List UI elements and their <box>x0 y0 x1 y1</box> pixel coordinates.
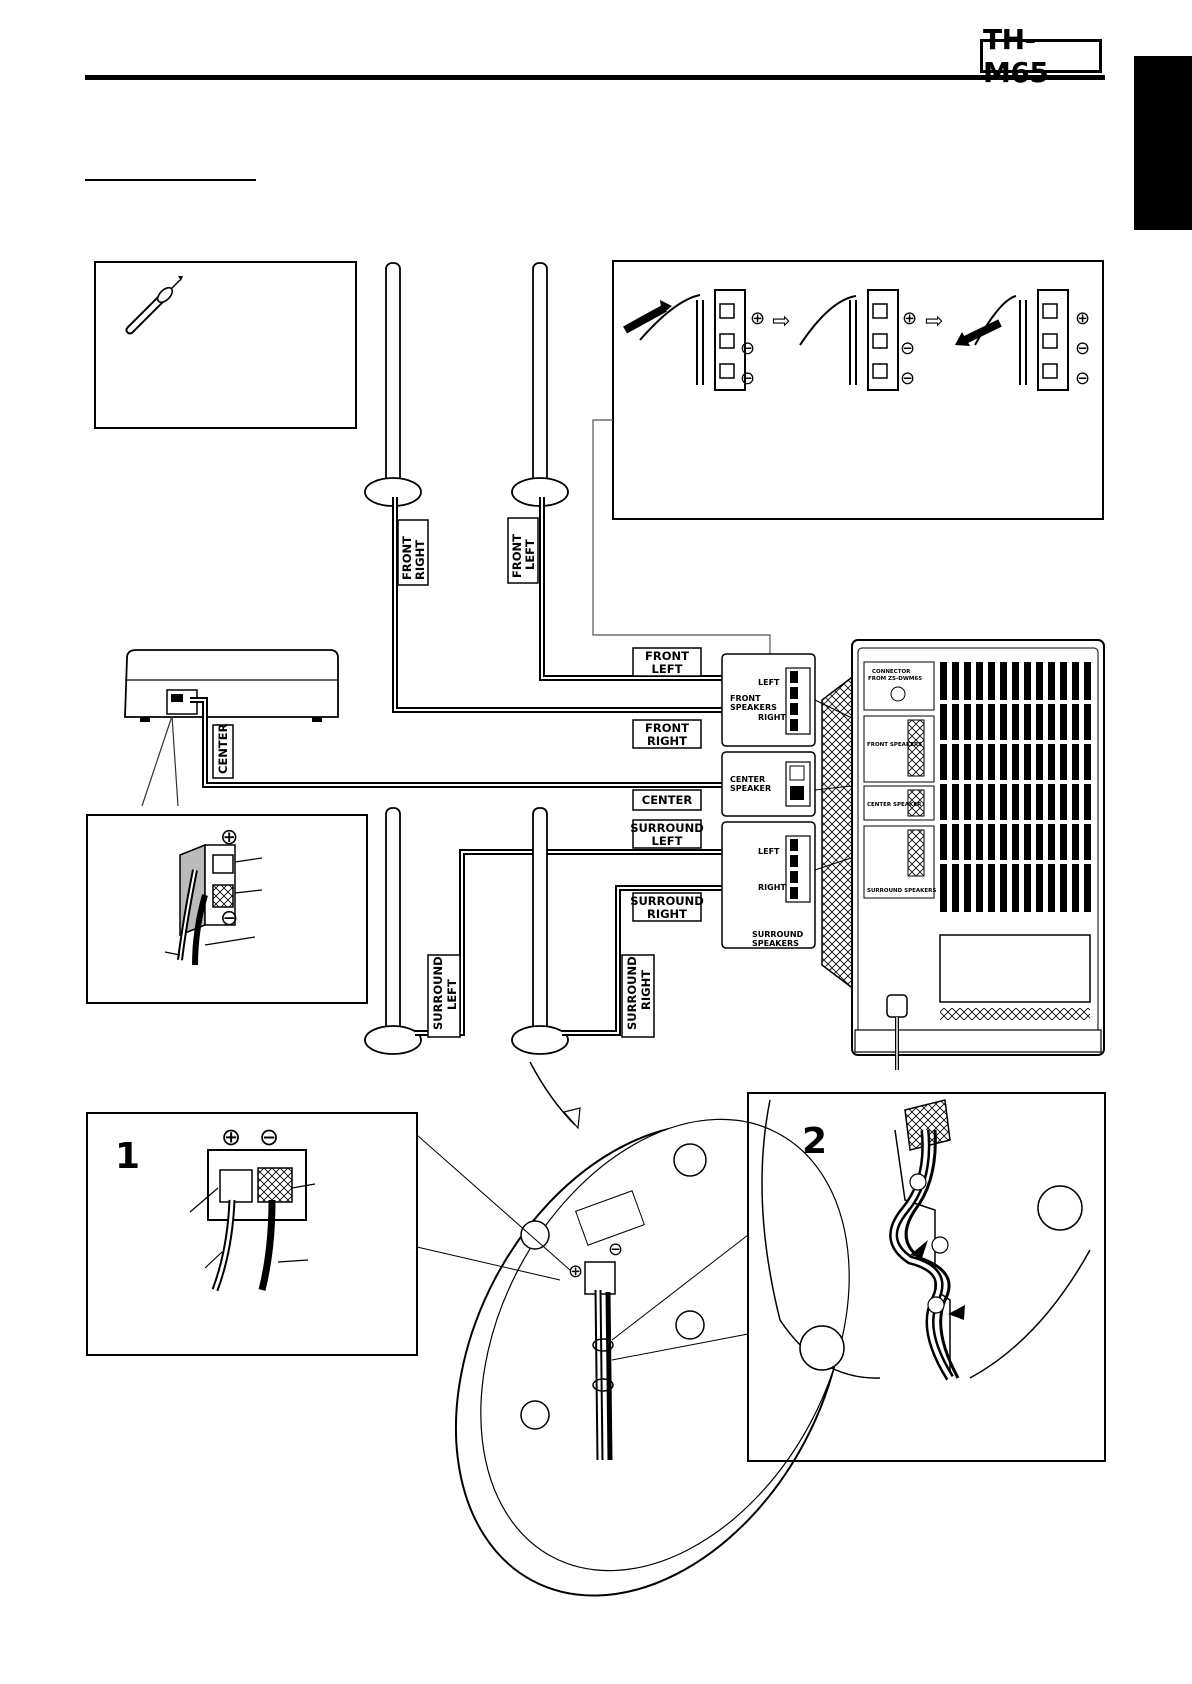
svg-text:CONNECTOR: CONNECTOR <box>872 669 911 675</box>
tag-surround-right: SURROUND RIGHT <box>621 954 655 1038</box>
cord-end-icon <box>125 276 183 335</box>
tag-front-right: FRONT RIGHT <box>397 519 429 586</box>
section-underline <box>85 179 256 181</box>
terminal-steps-box: ⊕ ⊖ ⊖ ⇨ ⊕ ⊖ ⊖ ⇨ ⊕ <box>612 260 1104 520</box>
svg-text:LEFT: LEFT <box>523 539 537 570</box>
tag-surround-right-h: SURROUND RIGHT <box>630 892 704 922</box>
leader-line <box>141 715 179 807</box>
svg-text:SURROUND: SURROUND <box>431 956 445 1030</box>
svg-text:SURROUND: SURROUND <box>752 930 804 939</box>
plus-symbol: ⊕ <box>1075 308 1090 329</box>
tag-surround-left: SURROUND LEFT <box>427 954 461 1038</box>
model-badge: TH-M65 <box>980 23 1102 89</box>
svg-text:FRONT: FRONT <box>510 534 524 578</box>
svg-text:RIGHT: RIGHT <box>758 713 786 722</box>
step1-inset: 1 ⊕ ⊖ <box>86 1112 418 1356</box>
tag-center-h: CENTER <box>632 789 702 811</box>
leader-line <box>592 419 771 655</box>
svg-text:CENTER: CENTER <box>730 775 765 784</box>
svg-text:FRONT: FRONT <box>645 649 689 663</box>
plus-symbol: ⊕ <box>902 308 917 329</box>
svg-text:FRONT SPEAKERS: FRONT SPEAKERS <box>867 742 922 748</box>
svg-text:CENTER SPEAKER: CENTER SPEAKER <box>867 802 922 808</box>
subwoofer-rear: CONNECTOR FROM ZS-DWM65 FRONT SPEAKERS C… <box>821 639 1105 1070</box>
header-rule <box>85 75 1105 80</box>
svg-text:SPEAKERS: SPEAKERS <box>730 703 777 712</box>
center-terminal-inset: ⊕ ⊖ <box>86 814 368 1004</box>
plus-symbol: ⊕ <box>750 308 765 329</box>
svg-text:SPEAKERS: SPEAKERS <box>752 939 799 948</box>
minus-symbol: ⊖ <box>740 338 755 359</box>
svg-text:LEFT: LEFT <box>758 847 780 856</box>
center-speaker <box>124 649 805 788</box>
svg-text:SURROUND SPEAKERS: SURROUND SPEAKERS <box>867 888 936 894</box>
cord-inset-box <box>94 261 357 429</box>
terminal-panel: LEFT FRONT SPEAKERS RIGHT CENTER SPEAKER… <box>721 653 816 949</box>
tag-front-left: FRONT LEFT <box>507 517 539 584</box>
svg-text:SURROUND: SURROUND <box>630 894 704 908</box>
svg-text:LEFT: LEFT <box>758 678 780 687</box>
front-right-speaker <box>364 262 805 713</box>
svg-text:CENTER: CENTER <box>642 793 693 807</box>
svg-text:RIGHT: RIGHT <box>639 970 653 1010</box>
svg-text:FRONT: FRONT <box>645 721 689 735</box>
minus-symbol: ⊖ <box>900 368 915 389</box>
svg-text:FRONT: FRONT <box>730 694 761 703</box>
plus-symbol: ⊕ <box>568 1261 583 1282</box>
svg-text:RIGHT: RIGHT <box>758 883 786 892</box>
minus-symbol: ⊖ <box>740 368 755 389</box>
tag-front-right-h: FRONT RIGHT <box>632 719 702 749</box>
svg-text:SURROUND: SURROUND <box>630 821 704 835</box>
svg-text:RIGHT: RIGHT <box>647 734 687 748</box>
svg-text:RIGHT: RIGHT <box>413 540 427 580</box>
front-left-speaker <box>511 262 805 681</box>
surround-right-speaker <box>511 807 805 1055</box>
step2-inset: 2 <box>747 1092 1106 1462</box>
tag-center: CENTER <box>212 723 234 779</box>
terminal-step-c: ⊕ ⊖ ⊖ <box>955 289 1090 391</box>
svg-text:FRONT: FRONT <box>400 536 414 580</box>
plus-symbol: ⊕ <box>221 1123 241 1151</box>
step-arrow-icon: ⇨ <box>925 309 943 334</box>
tag-front-left-h: FRONT LEFT <box>632 647 702 677</box>
svg-text:LEFT: LEFT <box>445 979 459 1010</box>
minus-symbol: ⊖ <box>220 906 238 931</box>
minus-symbol: ⊖ <box>608 1239 623 1260</box>
minus-symbol: ⊖ <box>900 338 915 359</box>
svg-text:SURROUND: SURROUND <box>625 956 639 1030</box>
svg-text:LEFT: LEFT <box>652 834 683 848</box>
svg-text:RIGHT: RIGHT <box>647 907 687 921</box>
minus-symbol: ⊖ <box>259 1123 279 1151</box>
terminal-step-a: ⊕ ⊖ ⊖ <box>623 289 765 391</box>
language-side-tab <box>1134 56 1192 230</box>
step2-number: 2 <box>802 1121 827 1162</box>
svg-text:SPEAKER: SPEAKER <box>730 784 771 793</box>
svg-text:CENTER: CENTER <box>216 723 230 774</box>
plus-symbol: ⊕ <box>220 825 238 850</box>
tag-surround-left-h: SURROUND LEFT <box>630 819 704 849</box>
terminal-step-b: ⊕ ⊖ ⊖ <box>799 289 917 391</box>
minus-symbol: ⊖ <box>1075 338 1090 359</box>
model-name: TH-M65 <box>983 23 1049 89</box>
svg-text:FROM ZS-DWM65: FROM ZS-DWM65 <box>868 676 922 682</box>
minus-symbol: ⊖ <box>1075 368 1090 389</box>
step1-number: 1 <box>115 1136 140 1177</box>
step-arrow-icon: ⇨ <box>772 309 790 334</box>
vent-grille <box>940 662 1091 912</box>
svg-text:LEFT: LEFT <box>652 662 683 676</box>
